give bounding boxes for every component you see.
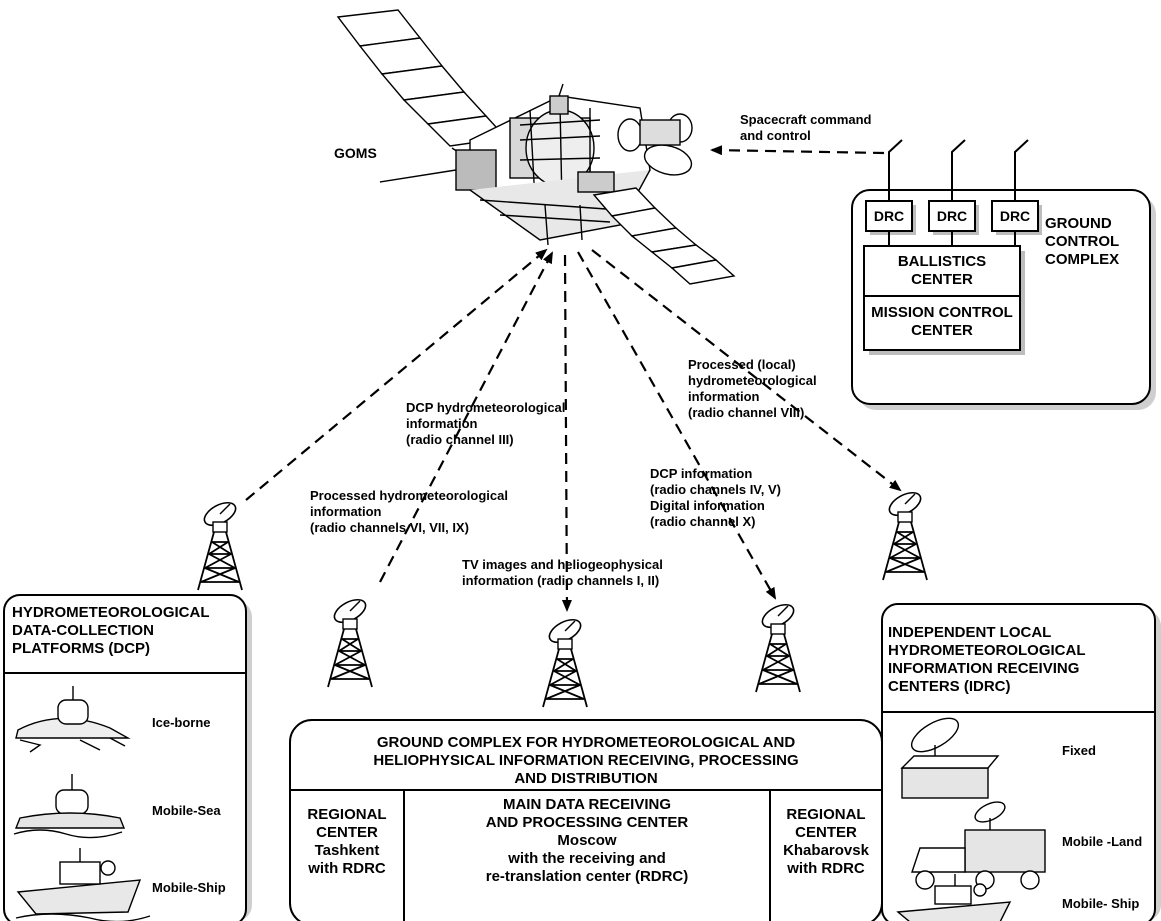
command-uplink-label: Spacecraft command and control: [740, 112, 872, 143]
ground-control-complex-title: GROUND CONTROL COMPLEX: [1045, 215, 1120, 268]
satellite-name: GOMS: [334, 145, 377, 161]
dcp-item-mobile-ship: Mobile-Ship: [152, 880, 226, 895]
dcp-box: [3, 594, 247, 921]
drc-label-3: DRC: [999, 208, 1031, 224]
arrow-command-uplink: [710, 145, 885, 156]
dcp-box-title: HYDROMETEOROLOGICAL DATA-COLLECTION PLAT…: [12, 604, 210, 657]
solar-array-lower: [592, 187, 736, 285]
drc-label-2: DRC: [936, 208, 968, 224]
processed-local-link-label: Processed (local) hydrometeorological in…: [688, 357, 817, 420]
idrc-item-mobile-ship: Mobile- Ship: [1062, 896, 1140, 911]
drc-units: [865, 139, 1042, 247]
ice-borne-platform-icon: [15, 686, 131, 753]
regional-center-khabarovsk: REGIONAL CENTER Khabarovsk with RDRC: [783, 806, 869, 877]
dcp-hydro-link-label: DCP hydrometeorological information (rad…: [406, 400, 566, 447]
arrow-tv-downlink: [561, 254, 572, 612]
mission-control-center-label: MISSION CONTROL CENTER: [871, 304, 1013, 339]
dcp-item-ice-borne: Ice-borne: [152, 715, 211, 730]
main-center-moscow: MAIN DATA RECEIVING AND PROCESSING CENTE…: [485, 796, 689, 885]
idrc-box-title: INDEPENDENT LOCAL HYDROMETEOROLOGICAL IN…: [888, 624, 1086, 695]
fixed-station-icon: [900, 717, 1000, 799]
arrow-processed-uplink: [379, 251, 553, 583]
centers-stack: [863, 245, 1021, 351]
radio-links: [245, 145, 902, 612]
arrow-dcp-info-downlink: [577, 251, 776, 600]
idrc-item-fixed: Fixed: [1062, 743, 1096, 758]
arrow-dcp-to-satellite: [245, 248, 548, 501]
spacecraft-body: [379, 83, 693, 246]
mobile-sea-platform-icon: [13, 774, 126, 839]
ballistics-center-label: BALLISTICS CENTER: [897, 253, 987, 288]
goms-satellite: [336, 9, 736, 285]
tower-tashkent: [327, 594, 373, 688]
tv-images-link-label: TV images and heliogeophysical informati…: [462, 557, 663, 588]
tower-idrc: [882, 487, 928, 581]
mobile-ship-station-icon: [896, 874, 1012, 921]
dcp-item-mobile-sea: Mobile-Sea: [152, 803, 221, 818]
arrow-local-downlink: [591, 249, 902, 492]
drc-label-1: DRC: [873, 208, 905, 224]
tower-dcp: [197, 497, 243, 591]
idrc-box: [881, 603, 1156, 921]
regional-center-tashkent: REGIONAL CENTER Tashkent with RDRC: [307, 806, 387, 877]
mobile-ship-platform-icon: [15, 848, 151, 921]
ground-complex-title: GROUND COMPLEX FOR HYDROMETEOROLOGICAL A…: [373, 734, 799, 787]
dcp-info-link-label: DCP information (radio channels IV, V) D…: [650, 466, 782, 529]
processed-hydro-link-label: Processed hydrometeorological informatio…: [310, 488, 508, 535]
idrc-item-mobile-land: Mobile -Land: [1062, 834, 1143, 849]
tower-moscow: [542, 614, 588, 708]
tower-khabarovsk: [755, 599, 801, 693]
